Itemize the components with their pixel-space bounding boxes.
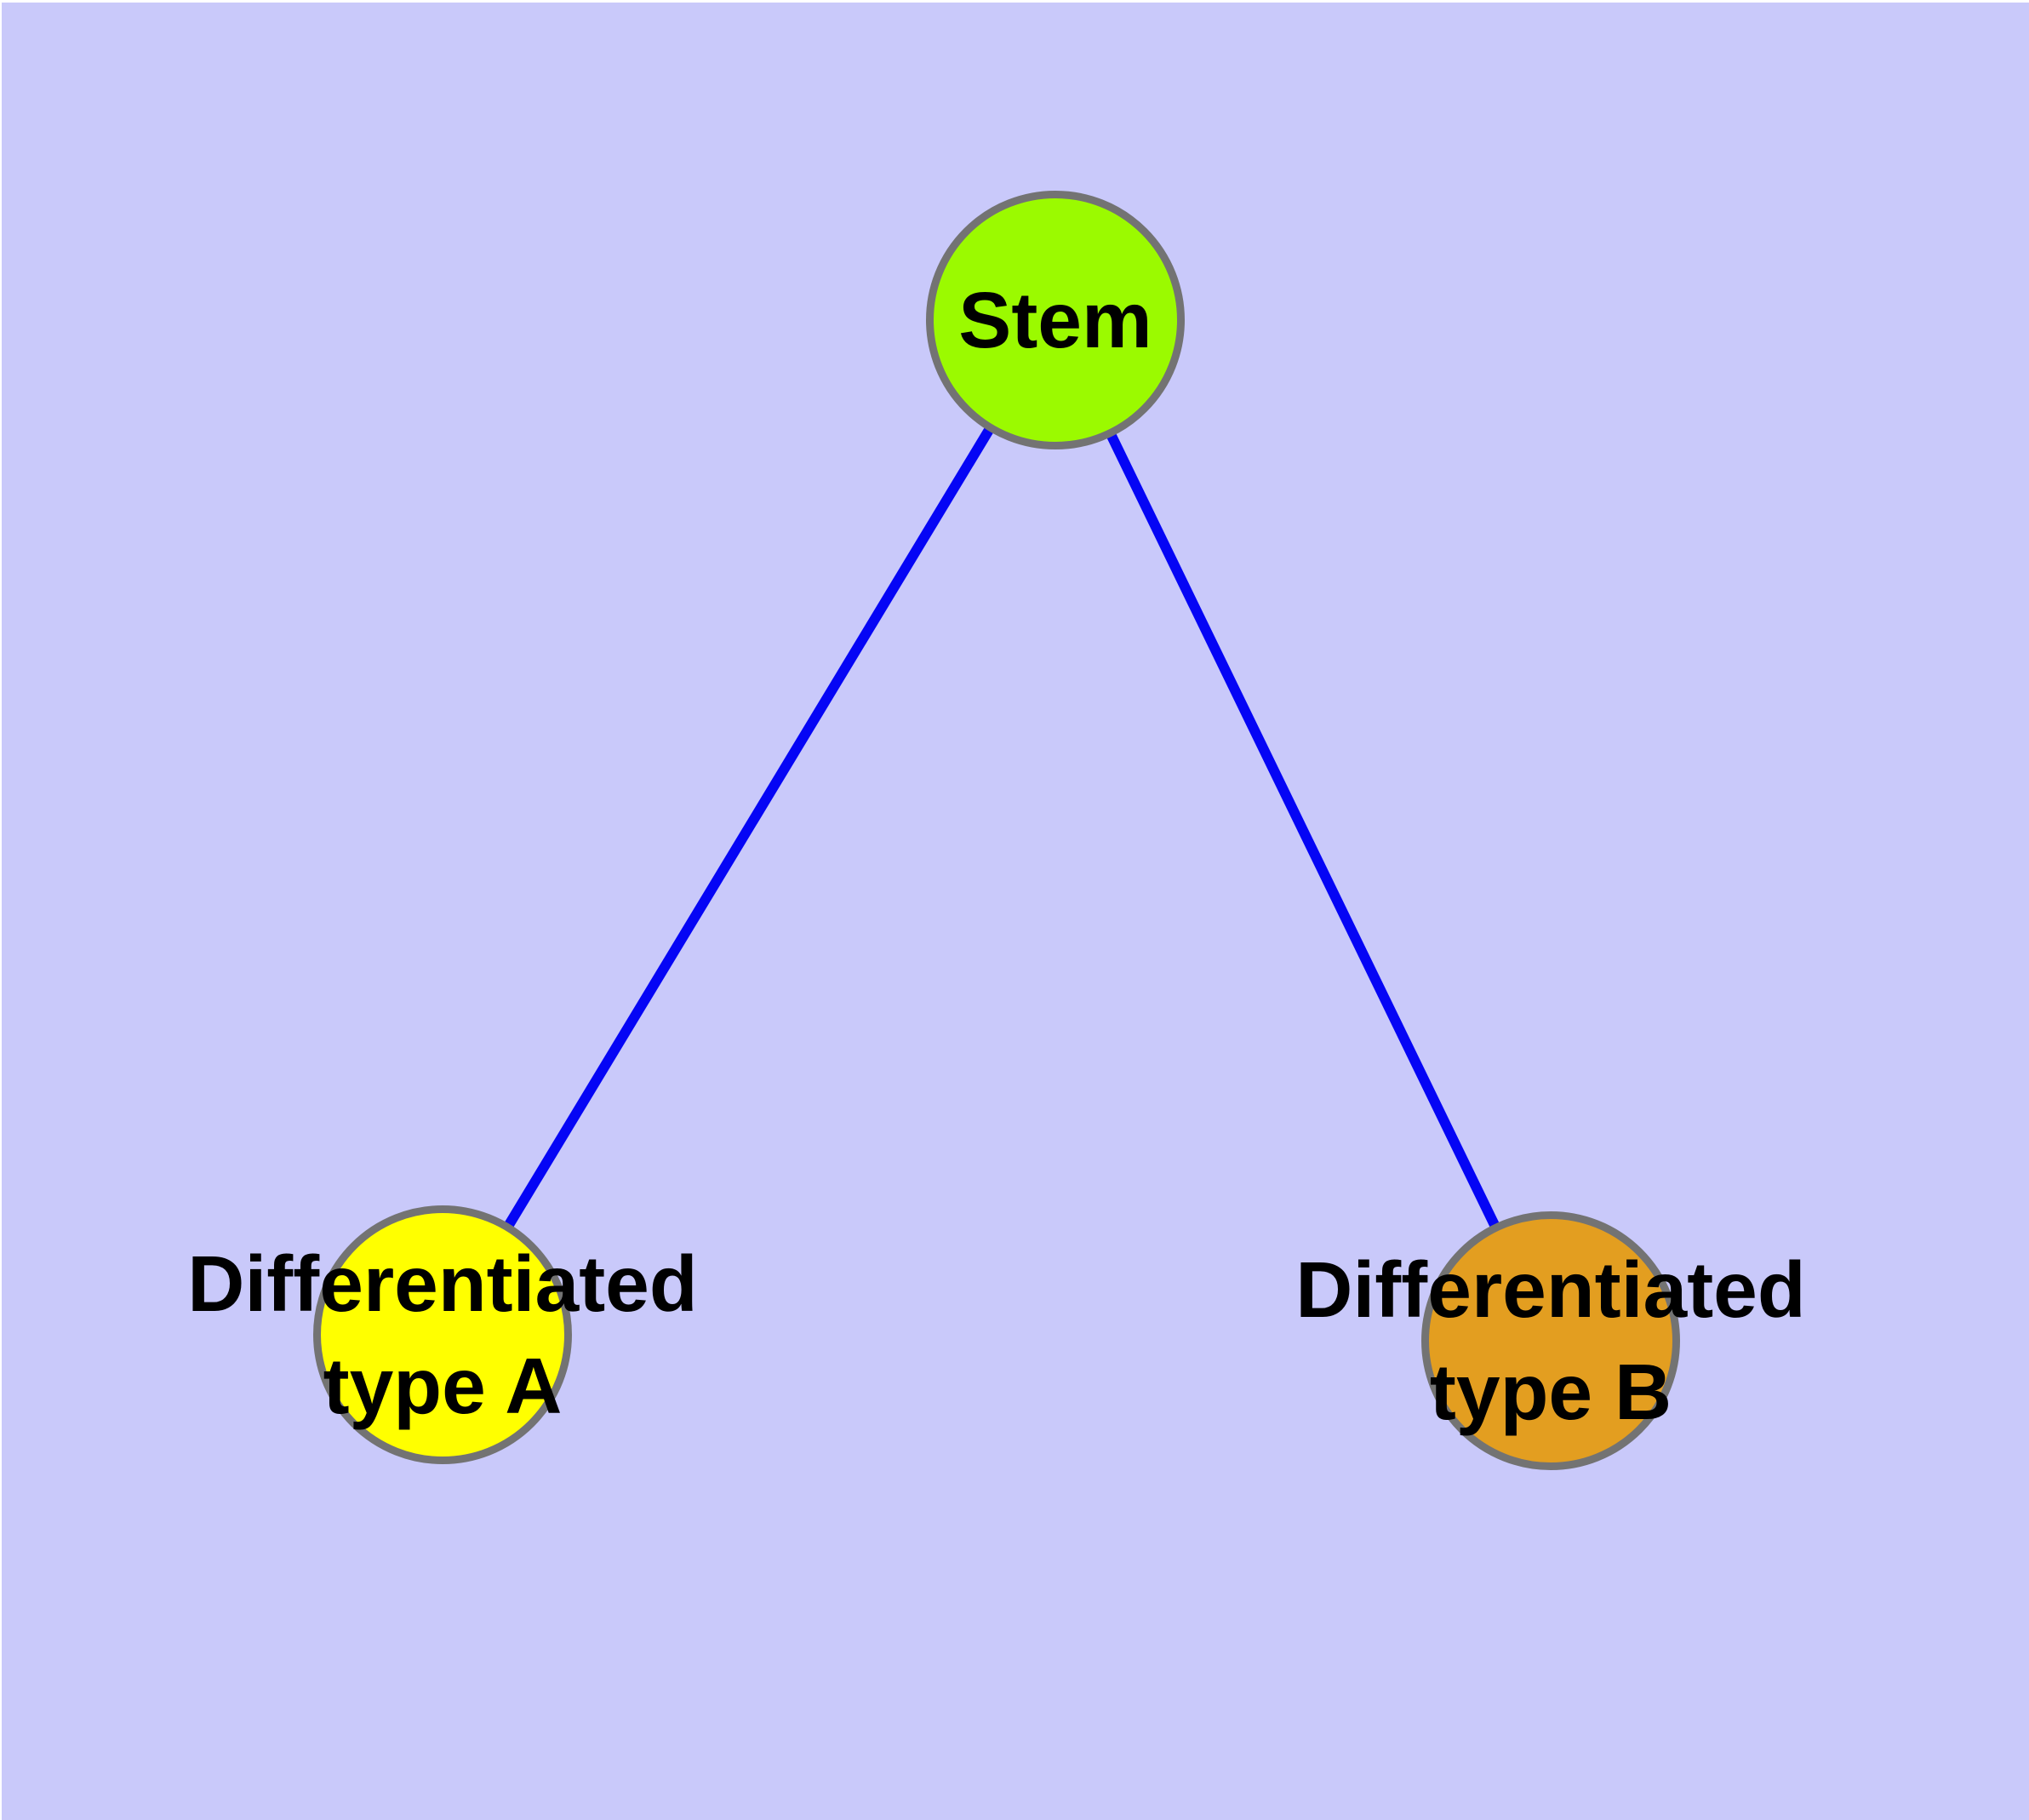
label-line: Differentiated	[187, 1239, 698, 1328]
node-type-a-circle	[313, 1205, 572, 1464]
label-line: type B	[1429, 1348, 1672, 1436]
node-type-a-label: Differentiated type A	[187, 1233, 697, 1437]
label-line: type A	[323, 1342, 563, 1430]
node-type-b-circle	[1421, 1211, 1680, 1470]
label-line: Stem	[958, 276, 1152, 364]
node-stem-circle	[926, 191, 1185, 449]
node-stem-label: Stem	[958, 269, 1152, 371]
label-line: Differentiated	[1295, 1245, 1806, 1334]
edge-stem-to-type-b	[1050, 318, 1556, 1343]
node-type-b-label: Differentiated type B	[1295, 1239, 1805, 1443]
edge-stem-to-type-a	[437, 317, 1060, 1338]
edges-layer	[437, 317, 1556, 1343]
